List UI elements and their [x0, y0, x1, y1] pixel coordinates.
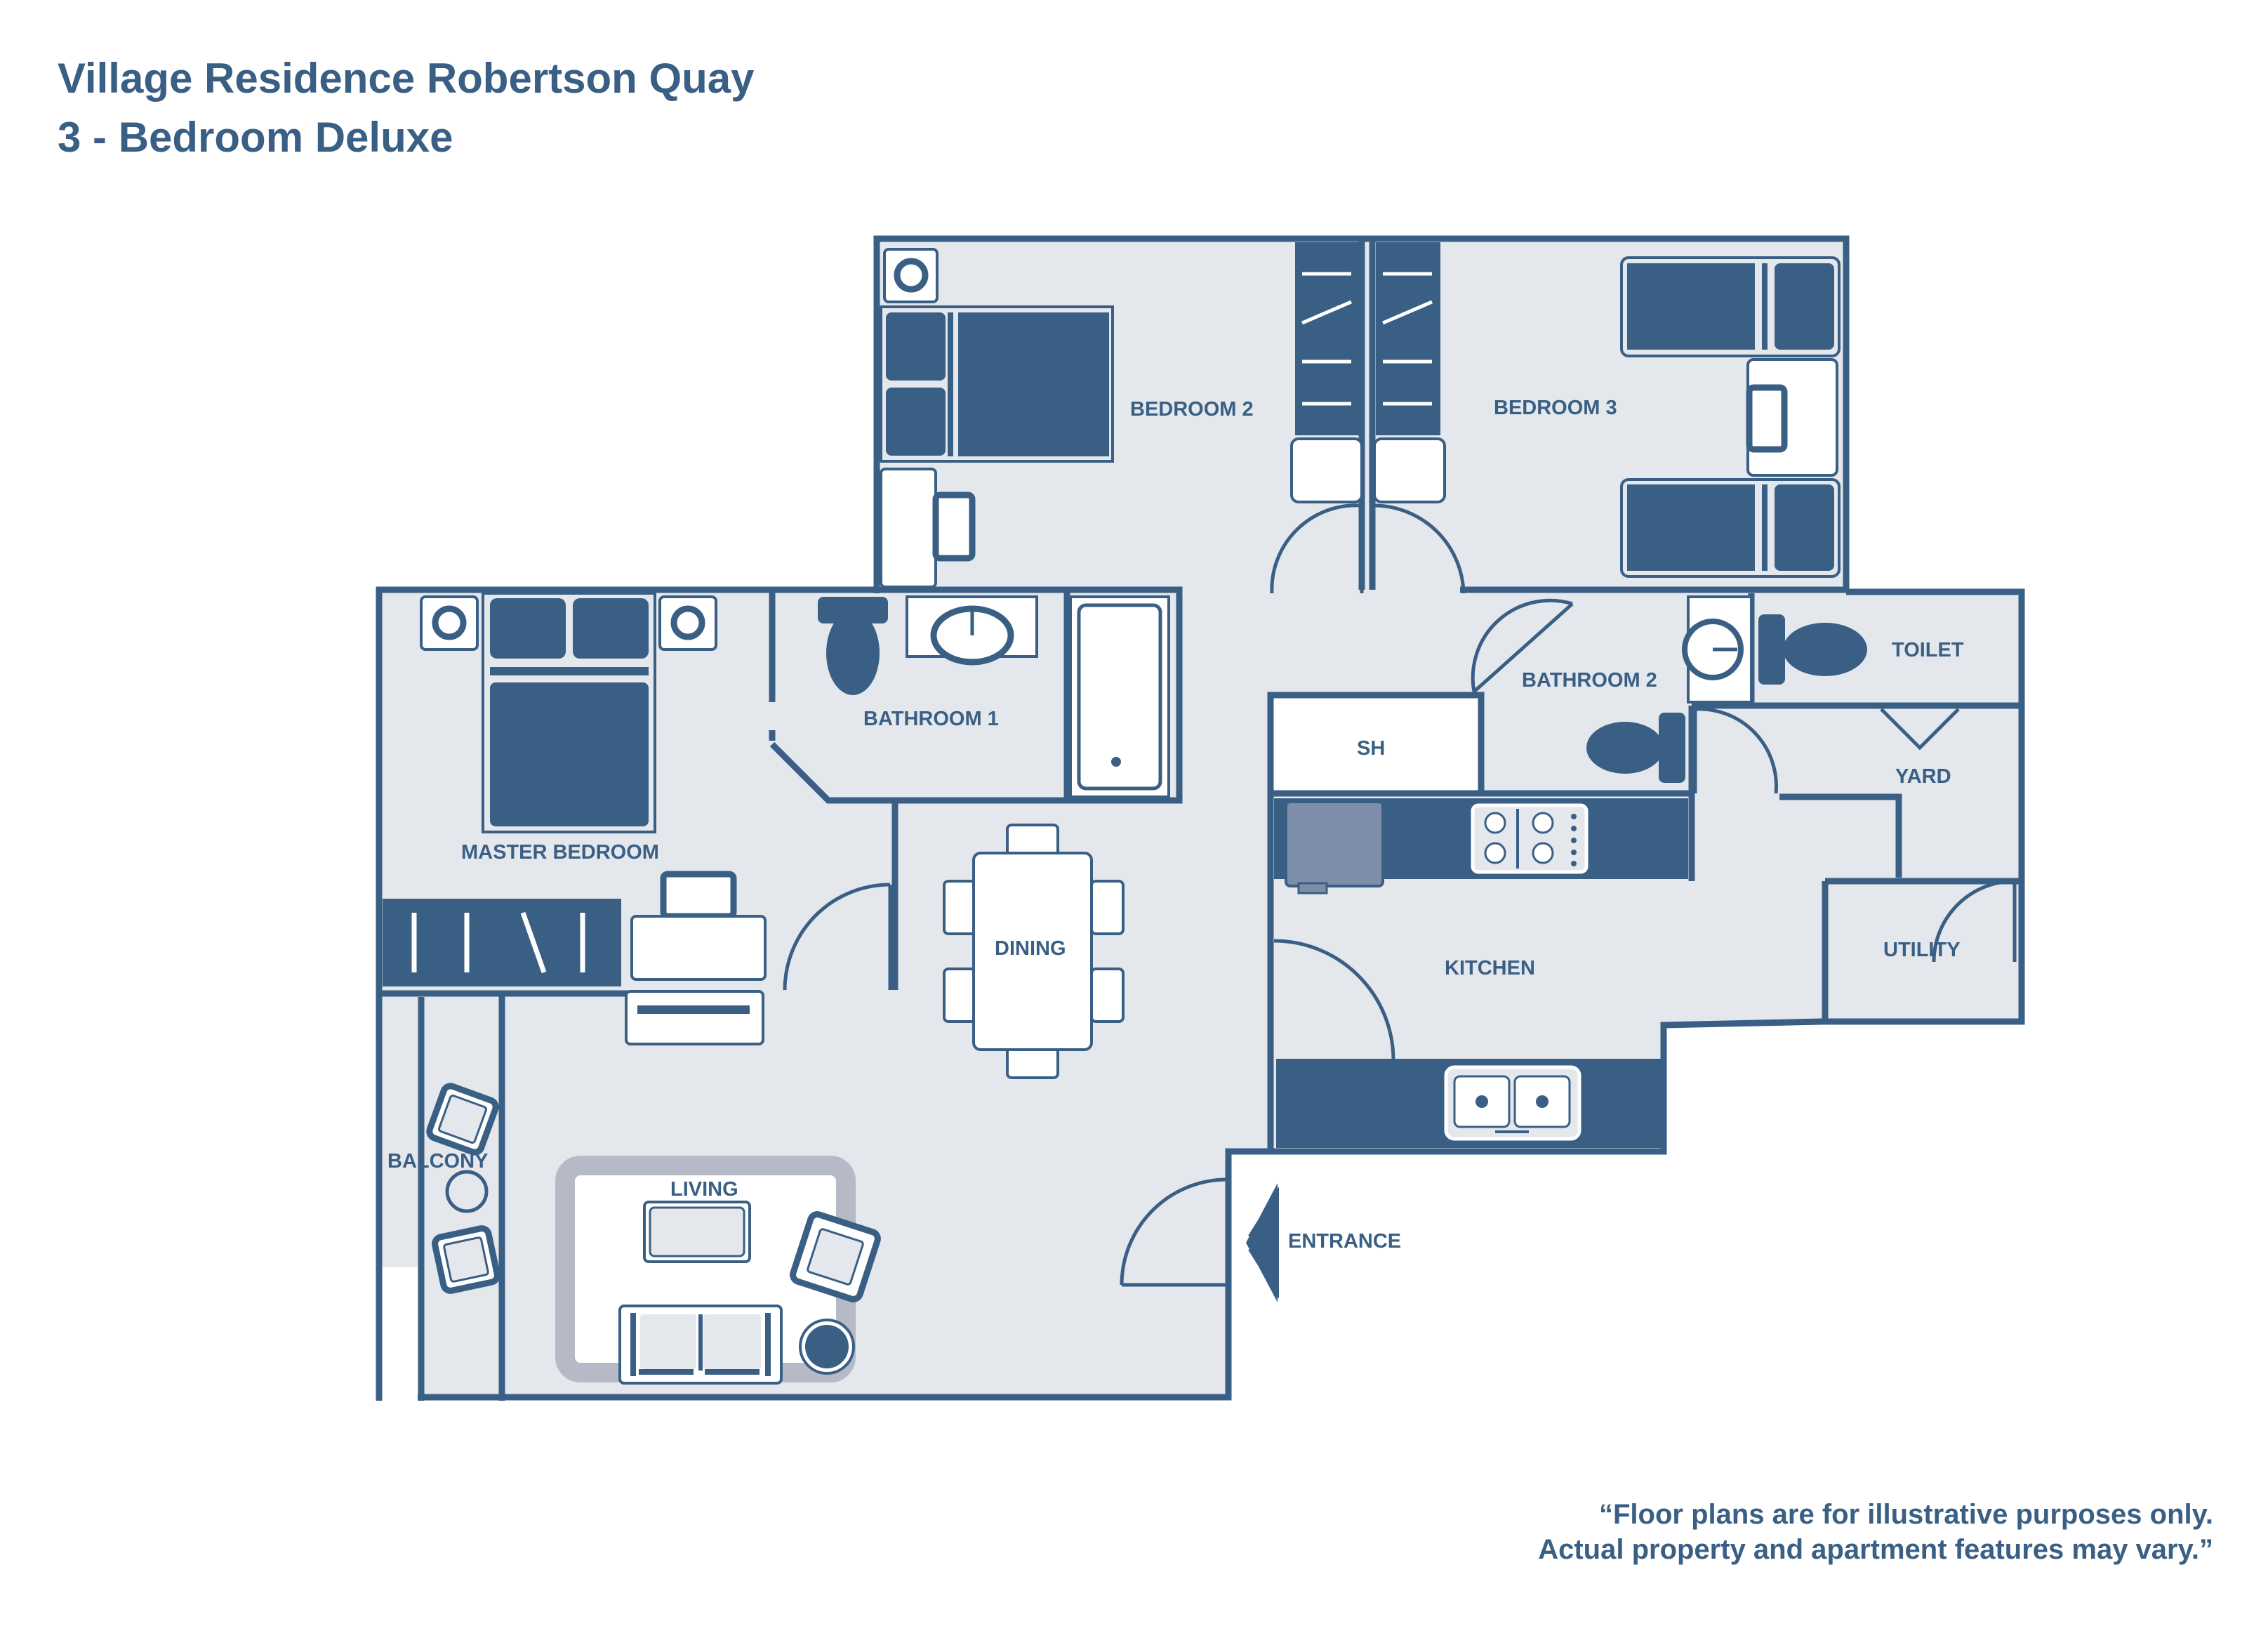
room-label-yard: YARD: [1895, 765, 1951, 788]
sofa: [618, 1305, 783, 1385]
side-table: [799, 1319, 855, 1375]
bathroom1-toilet: [818, 597, 888, 695]
master-desk: [625, 871, 767, 1045]
bedroom3-bed-bottom: [1620, 478, 1841, 578]
room-label-bathroom1: BATHROOM 1: [863, 708, 999, 730]
room-label-kitchen: KITCHEN: [1445, 957, 1535, 979]
kitchen-counter-bottom: [1276, 1059, 1661, 1148]
room-label-bathroom2: BATHROOM 2: [1522, 669, 1657, 692]
room-label-bedroom2: BEDROOM 2: [1130, 398, 1254, 421]
bathtub: [1069, 595, 1170, 798]
bedroom2-desk: [880, 468, 976, 588]
master-wardrobe: [383, 899, 621, 986]
shower-enclosure: [1267, 692, 1485, 797]
room-label-dining: DINING: [995, 937, 1066, 960]
room-label-utility: UTILITY: [1883, 939, 1961, 961]
bathroom2-toilet: [1586, 713, 1685, 783]
room-label-sh: SH: [1357, 737, 1385, 760]
bedroom2-lamp: [883, 248, 939, 303]
wc-toilet: [1758, 614, 1867, 685]
bedroom2-bed: [880, 305, 1114, 463]
room-label-living: LIVING: [670, 1178, 738, 1201]
entrance-arrow-shape: [1246, 1183, 1278, 1302]
room-label-balcony: BALCONY: [387, 1150, 488, 1173]
plan-title: Village Residence Robertson Quay: [58, 55, 755, 102]
disclaimer-line-2: Actual property and apartment features m…: [1538, 1534, 2213, 1565]
room-label-entrance: ENTRANCE: [1288, 1230, 1401, 1253]
bedroom3-bed-top: [1620, 256, 1841, 357]
doors: [783, 503, 2017, 1287]
bedroom3-desk: [1746, 358, 1838, 477]
room-label-bedroom3: BEDROOM 3: [1494, 397, 1617, 419]
disclaimer-line-1: “Floor plans are for illustrative purpos…: [1599, 1499, 2213, 1530]
wardrobes: [1290, 242, 1446, 503]
coffee-table: [643, 1201, 751, 1263]
balcony-furniture: [426, 1083, 500, 1294]
toilet-sink: [1682, 595, 1753, 704]
master-bed: [482, 592, 656, 833]
room-label-master-bedroom: MASTER BEDROOM: [461, 841, 659, 864]
room-label-toilet: TOILET: [1892, 639, 1964, 661]
plan-subtitle: 3 - Bedroom Deluxe: [58, 114, 453, 161]
kitchen-counter-top: [1274, 798, 1688, 894]
bathroom1-sink: [906, 595, 1038, 666]
disclaimer-note: “Floor plans are for illustrative purpos…: [1538, 1497, 2213, 1567]
armchair: [790, 1211, 881, 1302]
dining-table: [943, 824, 1125, 1079]
master-lamps: [420, 595, 717, 651]
